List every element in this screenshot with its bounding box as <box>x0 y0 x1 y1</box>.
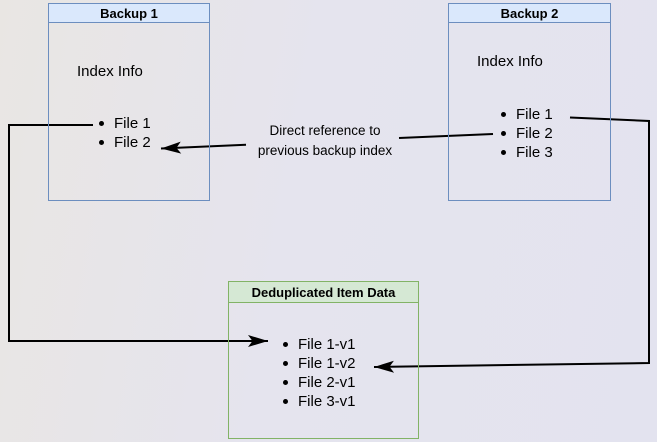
list-item: File 1-v1 <box>283 335 356 354</box>
backup1-title: Backup 1 <box>49 4 209 23</box>
bullet-icon <box>501 150 506 155</box>
bullet-icon <box>99 140 104 145</box>
file-label: File 3-v1 <box>298 393 356 410</box>
file-label: File 3 <box>516 144 553 161</box>
file-label: File 1 <box>516 106 553 123</box>
list-item: File 3-v1 <box>283 392 356 411</box>
list-item: File 2-v1 <box>283 373 356 392</box>
list-item: File 2 <box>99 133 151 152</box>
list-item: File 1-v2 <box>283 354 356 373</box>
bullet-icon <box>283 399 288 404</box>
bullet-icon <box>283 342 288 347</box>
backup2-index-info-label: Index Info <box>477 53 543 70</box>
list-item: File 2 <box>501 124 553 143</box>
file-label: File 2 <box>516 125 553 142</box>
backup1-node: Backup 1 Index Info File 1 File 2 <box>48 3 210 201</box>
file-label: File 2 <box>114 134 151 151</box>
bullet-icon <box>501 131 506 136</box>
annotation-line2: previous backup index <box>257 143 393 158</box>
list-item: File 1 <box>99 114 151 133</box>
file-label: File 1-v2 <box>298 355 356 372</box>
bullet-icon <box>283 380 288 385</box>
backup1-index-info-label: Index Info <box>77 63 143 80</box>
dedup-title: Deduplicated Item Data <box>229 282 418 303</box>
file-label: File 1-v1 <box>298 336 356 353</box>
list-item: File 1 <box>501 105 553 124</box>
backup2-title: Backup 2 <box>449 4 610 23</box>
bullet-icon <box>283 361 288 366</box>
backup2-file-list: File 1 File 2 File 3 <box>501 105 553 162</box>
bullet-icon <box>501 112 506 117</box>
backup2-node: Backup 2 Index Info File 1 File 2 File 3 <box>448 3 611 201</box>
file-label: File 1 <box>114 115 151 132</box>
list-item: File 3 <box>501 143 553 162</box>
dedup-node: Deduplicated Item Data File 1-v1 File 1-… <box>228 281 419 439</box>
bullet-icon <box>99 121 104 126</box>
backup1-file-list: File 1 File 2 <box>99 114 151 152</box>
connector-annotation: Direct reference to previous backup inde… <box>233 121 417 161</box>
dedup-file-list: File 1-v1 File 1-v2 File 2-v1 File 3-v1 <box>283 335 356 411</box>
file-label: File 2-v1 <box>298 374 356 391</box>
annotation-line1: Direct reference to <box>269 123 381 138</box>
